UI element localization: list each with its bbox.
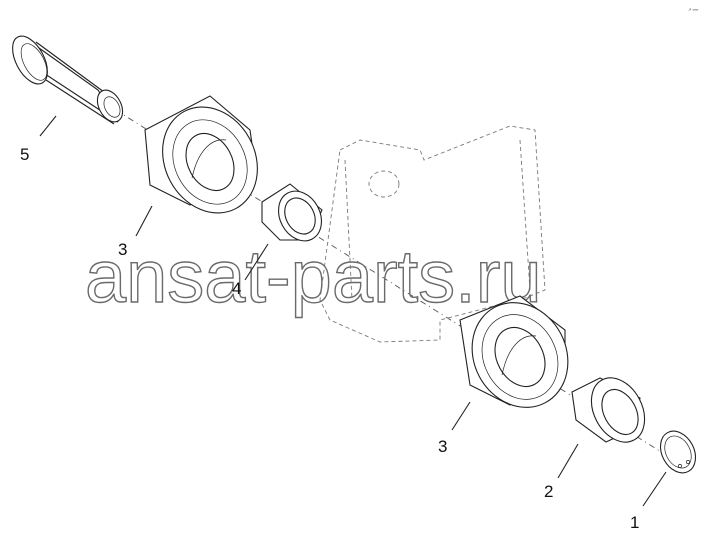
leader-4 — [244, 243, 269, 281]
part-4-bushing — [261, 183, 323, 242]
mounting-bracket-outline — [319, 125, 546, 343]
callout-5: 5 — [20, 145, 29, 164]
watermark: ansat-parts.ru — [85, 235, 542, 318]
part-2-flanged-sleeve — [571, 377, 646, 443]
part-3-roller-lower — [459, 295, 569, 408]
callout-4: 4 — [232, 279, 241, 298]
part-5-pin — [12, 35, 124, 125]
bracket-hole — [368, 170, 400, 198]
part-1-retaining-ring — [659, 430, 697, 474]
callout-1: 1 — [630, 513, 639, 532]
callout-3-lower: 3 — [438, 437, 447, 456]
leader-5 — [39, 115, 57, 137]
callout-2: 2 — [544, 482, 553, 501]
corner-mark: ↗ ∞∞ — [688, 7, 698, 12]
leader-3-lower — [451, 401, 471, 431]
part-3-roller-upper — [144, 95, 258, 214]
leader-2 — [557, 443, 579, 479]
callout-3-upper: 3 — [118, 240, 127, 259]
leader-1 — [642, 471, 667, 507]
leader-3-upper — [135, 205, 153, 237]
